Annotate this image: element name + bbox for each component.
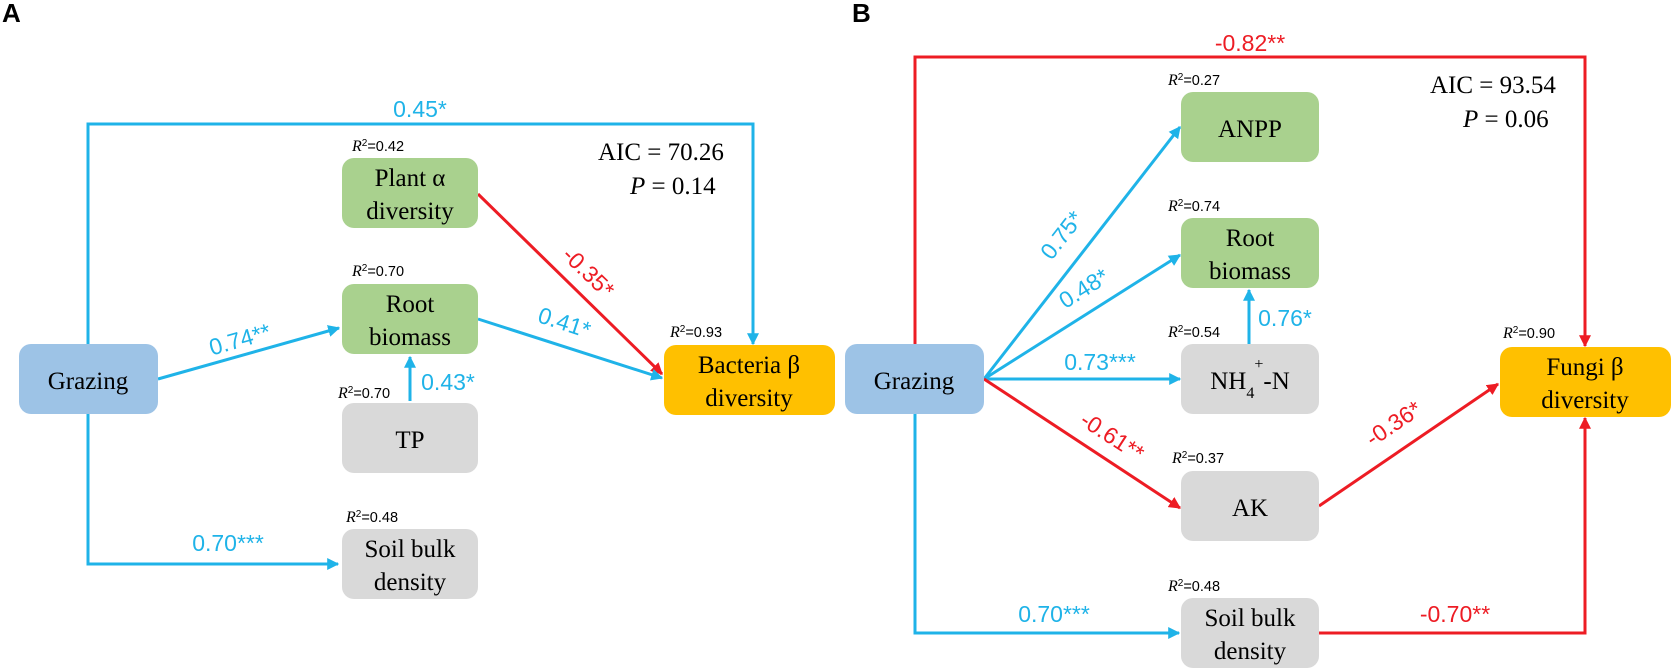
node-root-biomass-b-label-1: Root [1226,225,1275,252]
aic-b: AIC = 93.54 [1430,72,1556,99]
r2-plant-alpha: R2=0.42 [351,138,404,156]
node-soil-bulk-density-a [342,529,478,599]
coef-plant-bacteria: -0.35* [557,242,619,303]
panel-b-letter: B [852,0,871,28]
path-grazing-to-fungi [913,55,1591,348]
node-root-biomass-b [1181,218,1319,288]
panel-b: B Grazing ANPP Root biomass NH4+-N [845,0,1671,668]
path-grazing-to-anpp [982,126,1182,380]
path-grazing-to-ak [983,377,1182,510]
path-grazing-to-soil-bulk-density-b [913,414,1181,639]
coef-grazing-ak: -0.61** [1076,406,1149,466]
r2-nh4-n: R2=0.54 [1167,324,1220,342]
node-root-biomass-a-label-2: biomass [369,324,451,351]
coef-grazing-fungi: -0.82** [1215,30,1285,56]
node-plant-alpha-label-1: Plant α [375,165,446,192]
path-soil-to-fungi [1319,416,1591,635]
panel-a: A Grazing Plant α diversity Root biomass… [2,0,835,599]
node-fungi-beta-label-2: diversity [1541,387,1629,414]
coef-soil-fungi: -0.70** [1420,601,1490,627]
node-fungi-beta-label-1: Fungi β [1546,354,1623,381]
r2-anpp: R2=0.27 [1167,72,1220,90]
node-bacteria-beta-label-2: diversity [705,385,793,412]
node-soil-bulk-density-a-label-1: Soil bulk [365,536,456,563]
panel-b-r2-labels: R2=0.27 R2=0.74 R2=0.54 R2=0.37 R2=0.48 … [1167,72,1555,596]
node-bacteria-beta-label-1: Bacteria β [698,352,800,379]
path-grazing-to-root-biomass [157,325,341,381]
node-root-biomass-a-label-1: Root [386,291,435,318]
panel-b-paths [913,55,1591,639]
node-anpp-label: ANPP [1218,116,1282,143]
coef-grazing-soil-a: 0.70*** [192,530,264,556]
r2-fungi-beta: R2=0.90 [1502,325,1555,343]
path-root-biomass-to-bacteria [477,317,664,381]
node-nh4-n [1181,344,1319,414]
node-plant-alpha-label-2: diversity [366,198,454,225]
node-grazing-b-label: Grazing [874,368,955,395]
node-nh4-n-label: NH4+-N [1210,356,1290,402]
node-ak-label: AK [1232,495,1268,522]
coef-grazing-root-b: 0.48* [1054,263,1113,314]
r2-root-biomass-a: R2=0.70 [351,263,404,281]
panel-b-nodes: Grazing ANPP Root biomass NH4+-N AK Soil… [845,92,1671,668]
node-grazing-a [19,344,158,414]
node-ak [1181,471,1319,541]
r2-soil-bulk-density-b: R2=0.48 [1167,578,1220,596]
coef-ak-fungi: -0.36* [1361,395,1426,451]
panel-a-nodes: Grazing Plant α diversity Root biomass T… [19,158,835,599]
node-root-biomass-a [342,284,478,354]
coef-grazing-soil-b: 0.70*** [1018,601,1090,627]
r2-soil-bulk-density-a: R2=0.48 [345,509,398,527]
node-soil-bulk-density-b-label-1: Soil bulk [1205,605,1296,632]
r2-ak: R2=0.37 [1171,450,1224,468]
node-fungi-beta-diversity [1500,347,1671,417]
coef-grazing-nh4: 0.73*** [1064,349,1136,375]
p-value-a: P = 0.14 [629,173,716,200]
node-soil-bulk-density-a-label-2: density [374,569,447,596]
node-anpp [1181,92,1319,162]
r2-bacteria-beta: R2=0.93 [669,324,722,342]
panel-a-paths [86,122,759,570]
node-grazing-b [845,344,984,414]
aic-a: AIC = 70.26 [598,139,724,166]
node-plant-alpha-diversity [342,158,478,228]
path-grazing-to-bacteria [86,122,759,346]
r2-root-biomass-b: R2=0.74 [1167,198,1220,216]
panel-a-letter: A [2,0,21,28]
coef-root-bacteria: 0.41* [535,302,594,343]
node-root-biomass-b-label-2: biomass [1209,258,1291,285]
path-grazing-to-soil-bulk-density [86,414,340,570]
coef-grazing-root: 0.74** [206,318,273,360]
node-tp-label: TP [395,427,424,454]
coef-grazing-bacteria: 0.45* [393,96,447,122]
panel-b-model-stats: AIC = 93.54 P = 0.06 [1430,72,1556,133]
node-soil-bulk-density-b [1181,598,1319,668]
node-grazing-a-label: Grazing [48,368,129,395]
path-ak-to-fungi [1318,382,1499,508]
coef-nh4-root: 0.76* [1258,305,1312,331]
node-soil-bulk-density-b-label-2: density [1214,638,1287,665]
panel-a-r2-labels: R2=0.42 R2=0.70 R2=0.70 R2=0.48 R2=0.93 [337,138,722,527]
coef-tp-root: 0.43* [421,369,475,395]
r2-tp: R2=0.70 [337,385,390,403]
path-plant-alpha-to-bacteria [476,192,664,376]
node-tp [342,403,478,473]
node-bacteria-beta-diversity [664,345,835,415]
p-value-b: P = 0.06 [1462,106,1549,133]
panel-a-model-stats: AIC = 70.26 P = 0.14 [598,139,724,200]
path-grazing-to-root-biomass-b [983,253,1182,381]
